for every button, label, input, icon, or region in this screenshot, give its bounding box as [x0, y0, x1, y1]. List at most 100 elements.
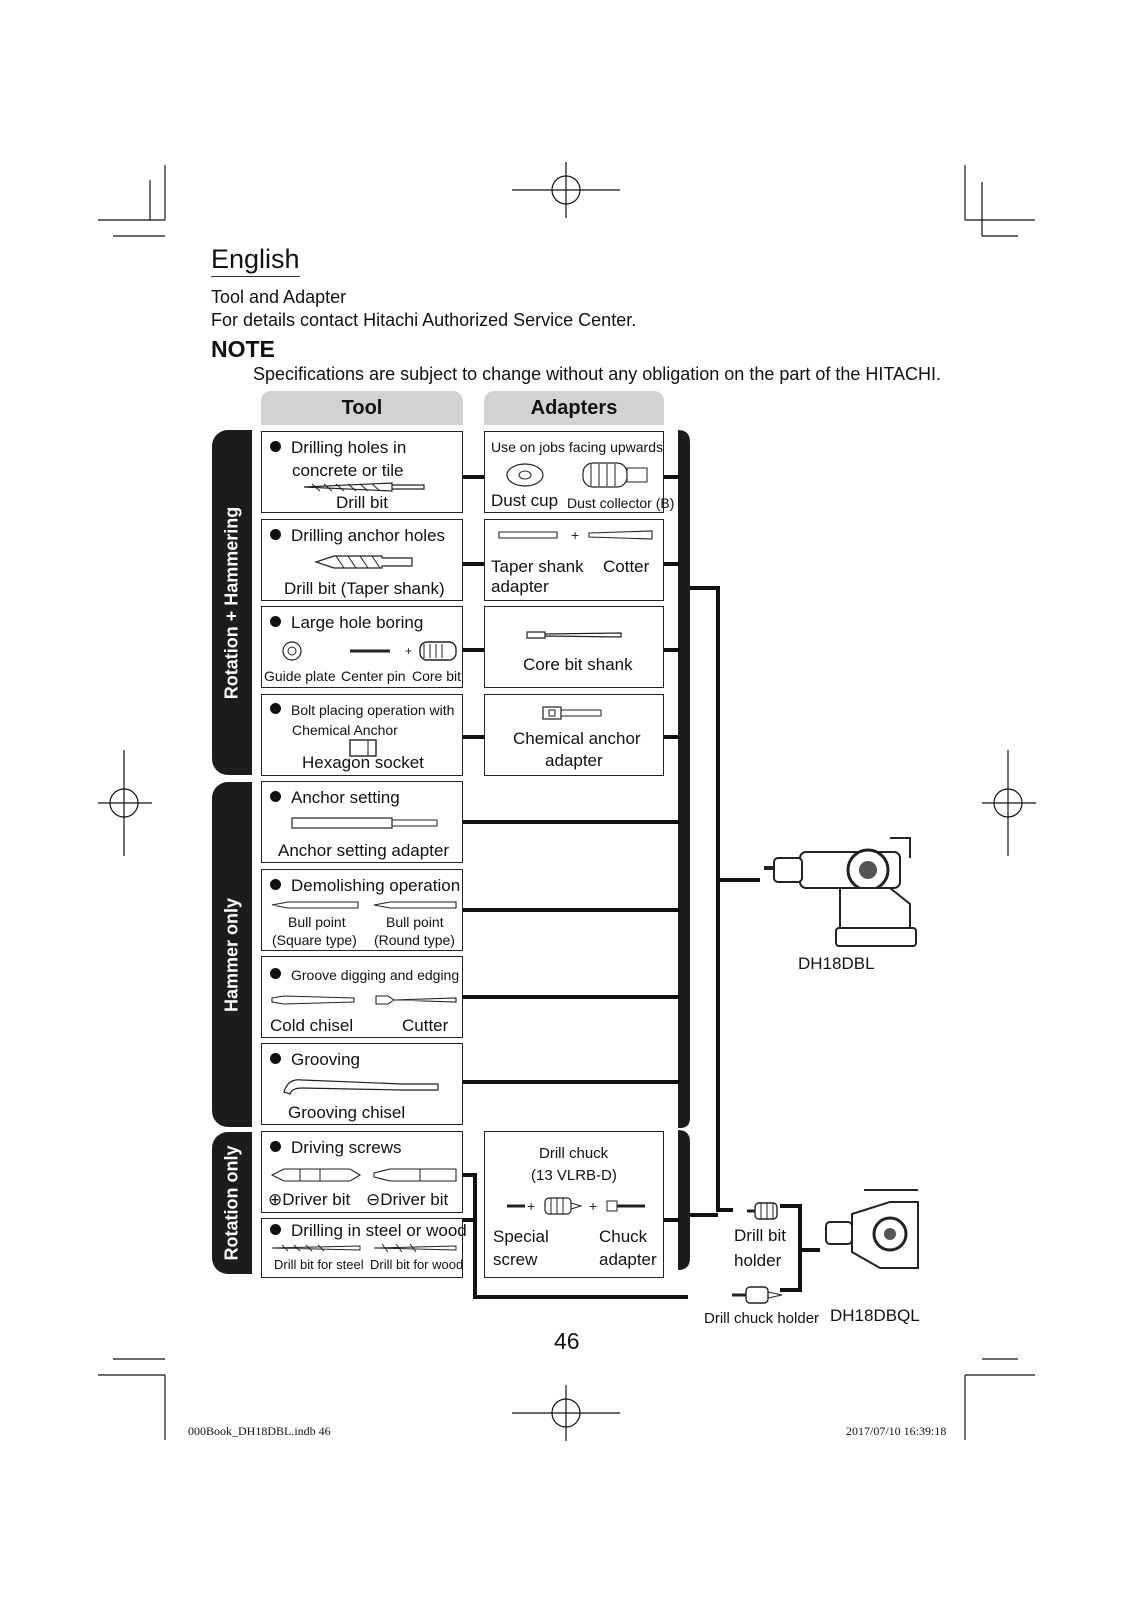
drill-chuck-assembly-icon: ++: [507, 1197, 645, 1215]
tool-box-grooving: Grooving Grooving chisel: [261, 1043, 463, 1125]
tool-title: Bolt placing operation with: [291, 702, 455, 718]
tool-box-driving-screws: Driving screws ⊕Driver bit ⊖Driver bit: [261, 1131, 463, 1213]
tool-title: Drilling in steel or wood: [291, 1221, 467, 1240]
tool-item-label: Drill bit: [336, 493, 388, 512]
drill-bit-holder-label-2: holder: [734, 1251, 782, 1270]
plus-circle-icon: ⊕: [268, 1190, 283, 1209]
svg-text:+: +: [589, 1198, 597, 1214]
drill-bit-icon: [303, 482, 425, 492]
drill-bit-holder-icon: [747, 1202, 778, 1220]
bullet-icon: [270, 968, 281, 979]
tool-title: Drilling holes in: [291, 438, 407, 457]
tool-box-bolt-placing: Bolt placing operation with Chemical Anc…: [261, 694, 463, 776]
footer-file: 000Book_DH18DBL.indb 46: [188, 1424, 331, 1438]
tool-item-label: Drill bit for steel: [274, 1257, 364, 1272]
tool-item-label: Grooving chisel: [288, 1103, 406, 1122]
chisel-icons: [271, 995, 457, 1005]
tool-title: Chemical Anchor: [292, 722, 398, 738]
tool-item-label: Cutter: [402, 1016, 449, 1035]
minus-circle-icon: ⊖: [366, 1190, 381, 1209]
tool-item-label: Driver bit: [380, 1190, 449, 1209]
core-bit-shank-icon: [526, 631, 622, 639]
tool-item-label: Core bit: [412, 668, 462, 684]
tool-title: Driving screws: [291, 1138, 402, 1157]
core-bit-set-icon: +: [282, 641, 457, 661]
adapter-item-label: Dust cup: [491, 491, 559, 510]
adapter-title: Use on jobs facing upwards: [491, 439, 663, 455]
note-title: NOTE: [211, 336, 275, 362]
tool-title: Groove digging and edging: [291, 967, 460, 983]
bullet-icon: [270, 1141, 281, 1152]
adapter-item-label: screw: [493, 1250, 538, 1269]
anchor-adapter-icon: [291, 817, 438, 829]
steel-wood-bit-icons: [271, 1243, 457, 1253]
tool-column-header: Tool: [261, 391, 463, 425]
group-label: Rotation only: [221, 1145, 242, 1261]
bullet-icon: [270, 616, 281, 627]
hexagon-socket-icon: [349, 739, 377, 757]
group-label: Hammer only: [221, 897, 242, 1012]
tool-box-large-hole: Large hole boring + Guide plate Center p…: [261, 606, 463, 688]
driver-bit-icons: [270, 1168, 457, 1182]
drill-bit-holder-label-1: Drill bit: [734, 1226, 786, 1245]
page-number: 46: [554, 1328, 580, 1354]
svg-text:+: +: [571, 528, 579, 542]
tool-box-steel-wood: Drilling in steel or wood Drill bit for …: [261, 1218, 467, 1278]
adapter-box-core-shank: Core bit shank: [484, 606, 664, 688]
group-hammer-only: Hammer only: [212, 782, 252, 1127]
drill-chuck-holder-label: Drill chuck holder: [704, 1310, 820, 1327]
bull-point-icons: [271, 901, 457, 909]
dh18dbql-label: DH18DBQL: [830, 1306, 920, 1325]
adapters-column-header: Adapters: [484, 391, 664, 425]
bullet-icon: [270, 529, 281, 540]
chemical-anchor-adapter-icon: [542, 706, 602, 720]
adapter-item-label: Chemical anchor: [513, 729, 641, 748]
adapter-item-label: Core bit shank: [523, 655, 633, 674]
adapter-item-label: adapter: [599, 1250, 657, 1269]
svg-text:+: +: [527, 1198, 535, 1214]
bullet-icon: [270, 879, 281, 890]
bullet-icon: [270, 791, 281, 802]
adapter-item-label: Cotter: [603, 557, 650, 576]
crop-marks: [98, 165, 1035, 1440]
adapter-item-label: Dust collector (B): [567, 495, 675, 511]
adapter-box-taper: + Taper shank adapter Cotter: [484, 519, 664, 601]
bullet-icon: [270, 1053, 281, 1064]
tool-title: Drilling anchor holes: [291, 526, 446, 545]
intro-line-1: Tool and Adapter: [211, 287, 347, 307]
grooving-chisel-icon: [283, 1079, 439, 1095]
tool-item-label: Bull point: [386, 914, 444, 930]
language-heading: English: [211, 244, 300, 277]
tool-box-demolishing: Demolishing operation Bull point (Square…: [261, 869, 463, 951]
intro-line-2: For details contact Hitachi Authorized S…: [211, 310, 637, 330]
adapter-box-dust: Use on jobs facing upwards Dust cup Dust…: [484, 431, 674, 513]
bullet-icon: [270, 441, 281, 452]
adapter-title: (13 VLRB-D): [531, 1167, 617, 1184]
tool-item-label: (Square type): [272, 932, 357, 948]
group-label: Rotation + Hammering: [221, 506, 242, 699]
footer-timestamp: 2017/07/10 16:39:18: [846, 1424, 947, 1438]
bullet-icon: [270, 703, 281, 714]
group-rotation-hammering: Rotation + Hammering: [212, 430, 252, 775]
tool-box-drilling-concrete: Drilling holes in concrete or tile Drill…: [261, 431, 463, 513]
dh18dbl-hammer-drill-image: [764, 837, 917, 947]
tool-title: Large hole boring: [291, 613, 424, 632]
adapter-item-label: Chuck: [599, 1227, 648, 1246]
tool-item-label: Cold chisel: [270, 1016, 354, 1035]
bullet-icon: [270, 1224, 281, 1235]
tool-item-label: Bull point: [288, 914, 346, 930]
intro-text: Tool and Adapter For details contact Hit…: [211, 286, 636, 332]
tool-item-label: Drill bit (Taper shank): [284, 579, 445, 598]
adapter-item-label: adapter: [491, 577, 549, 596]
tool-item-label: Drill bit for wood: [370, 1257, 464, 1272]
adapter-box-drill-chuck: Drill chuck (13 VLRB-D) ++ Special screw…: [484, 1131, 664, 1278]
adapter-box-chemical: Chemical anchor adapter: [484, 694, 664, 776]
tool-box-anchor-setting: Anchor setting Anchor setting adapter: [261, 781, 463, 863]
tool-item-label: Guide plate: [264, 668, 336, 684]
tool-box-anchor-holes: Drilling anchor holes Drill bit (Taper s…: [261, 519, 463, 601]
registration-marks: [98, 162, 1036, 1441]
dust-cup-collector-icon: [506, 462, 648, 488]
adapter-item-label: Special: [493, 1227, 549, 1246]
tool-item-label: Anchor setting adapter: [278, 841, 450, 860]
